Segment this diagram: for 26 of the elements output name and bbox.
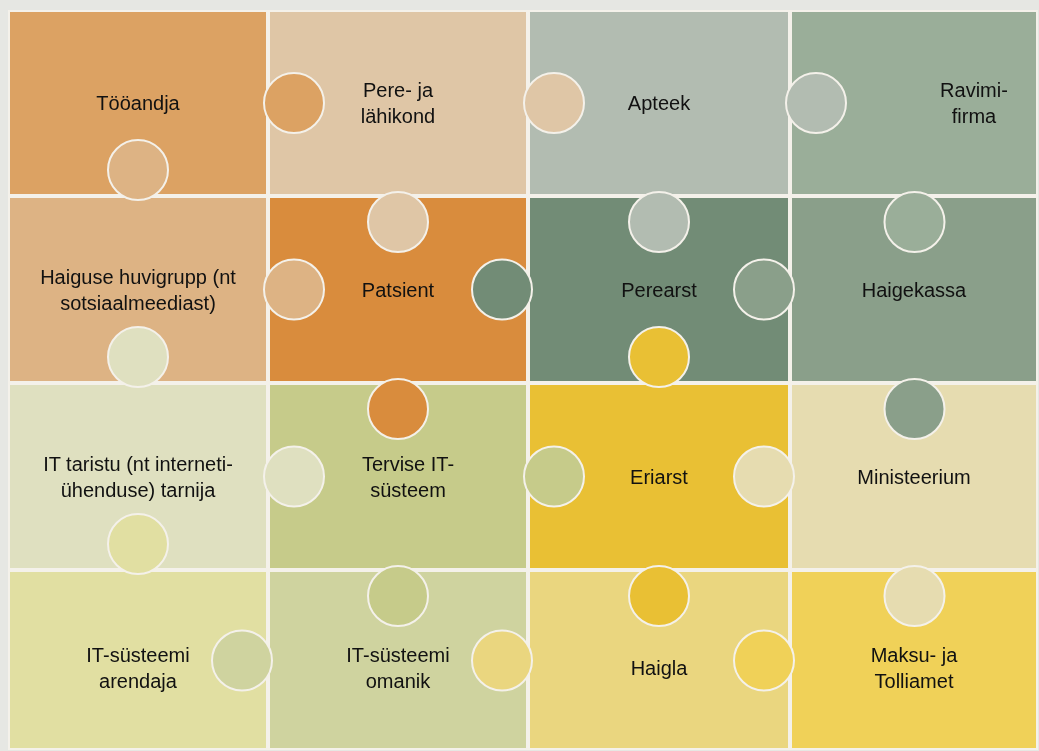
piece-label: IT-süsteemi omanik xyxy=(345,643,451,694)
piece-label: Ministeerium xyxy=(857,464,971,490)
puzzle-piece xyxy=(790,570,1038,750)
piece-label: Eriarst xyxy=(630,464,688,490)
puzzle-piece xyxy=(268,10,528,196)
piece-label: Tervise IT-süsteem xyxy=(360,451,456,503)
piece-label: IT taristu (nt interneti- ühenduse) tarnija xyxy=(43,451,233,503)
piece-label: Maksu- ja Tolliamet xyxy=(869,643,959,694)
piece-label: Haiguse huvigrupp (nt sotsiaalmeediast) xyxy=(39,264,237,316)
puzzle-piece xyxy=(790,383,1038,570)
piece-label: Patsient xyxy=(361,277,435,303)
piece-label: Tööandja xyxy=(96,91,180,116)
puzzle-piece xyxy=(8,196,268,383)
piece-label: Perearst xyxy=(621,277,697,303)
puzzle-piece xyxy=(528,10,790,196)
piece-label: Ravimi- firma xyxy=(939,78,1009,129)
puzzle-piece xyxy=(8,10,268,196)
puzzle-piece xyxy=(8,570,268,750)
puzzle-piece xyxy=(790,10,1038,196)
piece-label: IT-süsteemi arendaja xyxy=(85,643,191,694)
piece-label: Haigekassa xyxy=(861,277,967,303)
piece-label: Pere- ja lähikond xyxy=(359,78,437,129)
piece-label: Apteek xyxy=(627,91,691,116)
puzzle-piece xyxy=(790,196,1038,383)
puzzle-piece xyxy=(8,383,268,570)
piece-label: Haigla xyxy=(630,656,688,681)
